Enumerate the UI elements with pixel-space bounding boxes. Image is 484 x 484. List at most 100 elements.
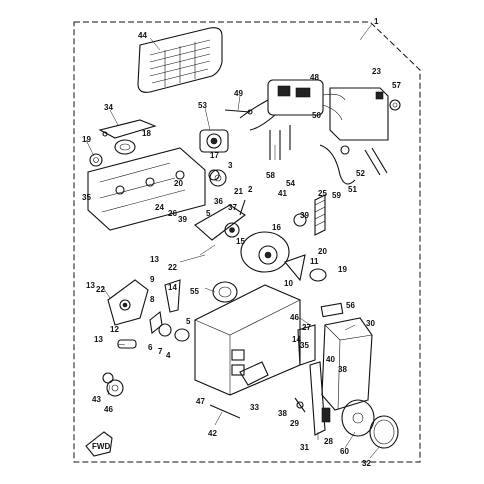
part-8-spring	[149, 310, 163, 335]
callout: 58	[266, 171, 275, 180]
callout: 9	[150, 275, 155, 284]
callout: 13	[150, 255, 159, 264]
part-59-wire	[319, 144, 388, 185]
callout: 37	[228, 203, 237, 212]
assembly-frame	[73, 21, 421, 463]
part-27-bracket	[297, 324, 316, 366]
callout: 27	[302, 323, 311, 332]
callout: 19	[82, 135, 91, 144]
callout: 25	[318, 189, 327, 198]
callout: 20	[318, 247, 327, 256]
part-9-bracket	[107, 279, 149, 326]
callout: 59	[332, 191, 341, 200]
callout: 49	[234, 89, 243, 98]
callout: 55	[190, 287, 199, 296]
callout: 21	[234, 187, 243, 196]
callout: 46	[104, 405, 113, 414]
callout: 11	[310, 257, 319, 266]
part-2-lever	[194, 199, 246, 241]
part-46-washer	[106, 379, 124, 397]
part-34-plate	[98, 119, 157, 139]
callout: 32	[362, 459, 371, 468]
callout: 24	[155, 203, 164, 212]
part-30-handle-base	[321, 317, 373, 411]
callout: 13	[86, 281, 95, 290]
callout: 19	[338, 265, 347, 274]
part-19-seal	[309, 268, 327, 282]
part-4-washer	[174, 328, 190, 342]
part-25-spring	[314, 194, 326, 236]
callout: 38	[338, 365, 347, 374]
part-housing-bracket	[329, 87, 401, 141]
callout: 20	[174, 179, 183, 188]
callout: 52	[356, 169, 365, 178]
callout: 35	[300, 341, 309, 350]
callout: 41	[278, 189, 287, 198]
callout: 43	[92, 395, 101, 404]
part-48-switch-harness	[239, 79, 346, 131]
part-60-disc	[341, 399, 375, 437]
callout: 31	[300, 443, 309, 452]
part-46-housing	[194, 284, 301, 396]
part-33-clip	[239, 361, 269, 386]
part-53-knob	[199, 129, 229, 153]
callout: 42	[208, 429, 217, 438]
part-56-pad	[320, 302, 344, 318]
callout: 34	[104, 103, 113, 112]
callout: 44	[138, 31, 147, 40]
part-38-screw	[294, 397, 306, 413]
callout: 15	[236, 237, 245, 246]
callout: 26	[168, 209, 177, 218]
fwd-label: FWD	[92, 442, 110, 451]
callout: 39	[300, 211, 309, 220]
callout: 48	[310, 73, 319, 82]
callout: 17	[210, 151, 219, 160]
callout: 47	[196, 397, 205, 406]
part-42-pin	[209, 404, 241, 419]
part-6-washer	[158, 323, 172, 337]
part-13-shaft	[117, 339, 137, 349]
callout: 6	[148, 343, 153, 352]
callout: 35	[82, 193, 91, 202]
callout: 53	[198, 101, 207, 110]
part-14-lever	[164, 279, 181, 313]
callout: 5	[186, 317, 191, 326]
callout: 14	[292, 335, 301, 344]
callout: 14	[168, 283, 177, 292]
part-39-link	[293, 213, 307, 227]
callout: 28	[324, 437, 333, 446]
part-44-cover-grille	[137, 27, 223, 93]
fwd-arrow-icon: FWD	[85, 431, 113, 457]
part-3-gear	[209, 169, 227, 187]
callout: 5	[206, 209, 211, 218]
callout: 56	[346, 301, 355, 310]
part-31-lever-arm	[309, 361, 331, 436]
callout: 10	[284, 279, 293, 288]
callout: 57	[392, 81, 401, 90]
part-55-knob	[212, 281, 238, 303]
callout: 40	[326, 355, 335, 364]
part-mounting-plate	[87, 147, 206, 231]
callout: 2	[248, 185, 253, 194]
callout: 29	[290, 419, 299, 428]
callout: 50	[312, 111, 321, 120]
part-58-screws	[269, 125, 291, 160]
part-43-screw	[102, 372, 114, 384]
callout: 39	[178, 215, 187, 224]
callout: 54	[286, 179, 295, 188]
callout: 18	[142, 129, 151, 138]
callout: 36	[214, 197, 223, 206]
callout: 1	[374, 17, 379, 26]
callout: 8	[150, 295, 155, 304]
part-32-cap	[369, 415, 399, 449]
callout: 30	[366, 319, 375, 328]
callout: 22	[96, 285, 105, 294]
callout: 16	[272, 223, 281, 232]
callout: 3	[228, 161, 233, 170]
callout: 51	[348, 185, 357, 194]
callout: 60	[340, 447, 349, 456]
callout: 12	[110, 325, 119, 334]
callout: 4	[166, 351, 171, 360]
callout: 38	[278, 409, 287, 418]
